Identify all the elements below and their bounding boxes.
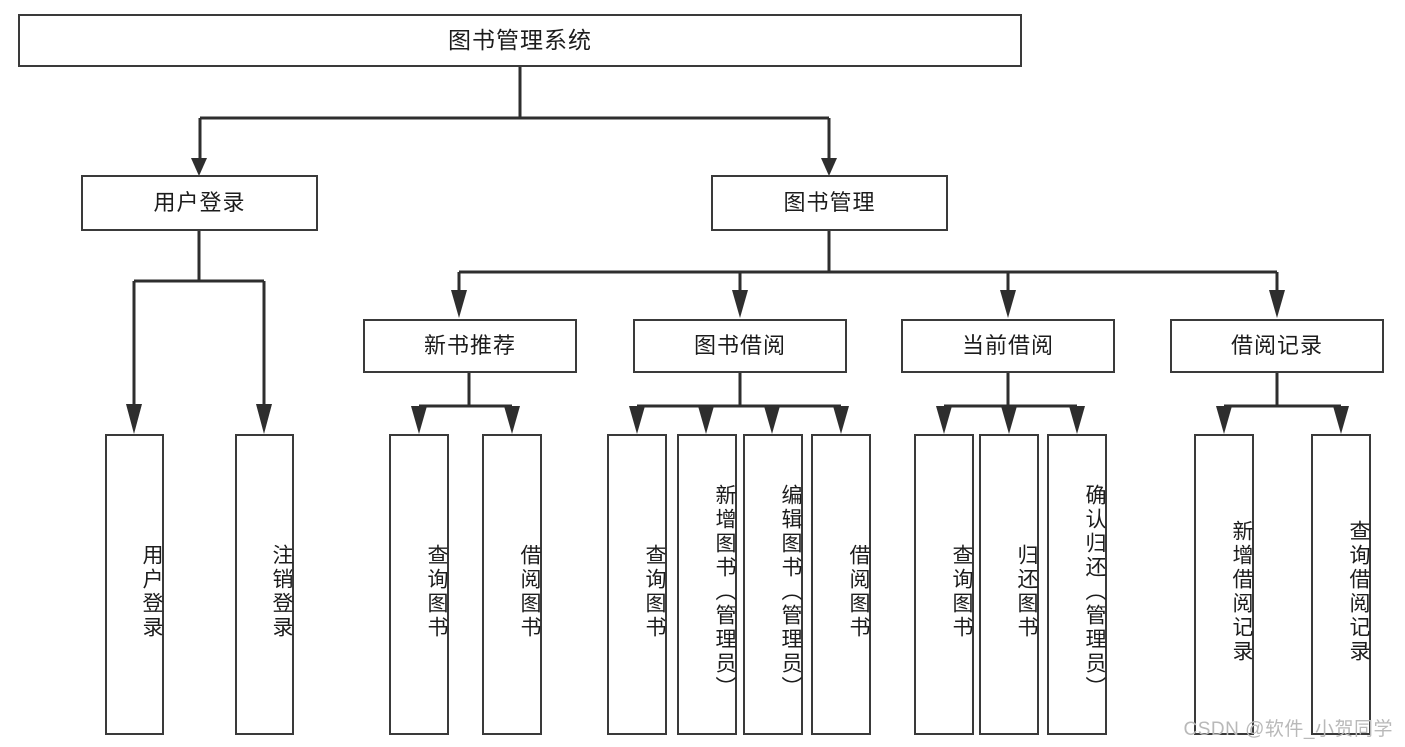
node-label: 借阅记录 <box>1230 332 1323 358</box>
node-label: 确认归还（管理员） <box>1083 483 1106 700</box>
node-label: 图书借阅 <box>693 332 786 358</box>
node-label: 借阅图书 <box>847 543 870 640</box>
leaf-user-login-login[interactable]: 用户登录 <box>105 434 164 735</box>
node-label: 图书管理系统 <box>448 26 592 53</box>
node-book-management[interactable]: 图书管理 <box>711 175 948 231</box>
node-label: 图书管理 <box>783 189 876 215</box>
node-label: 用户登录 <box>153 189 246 215</box>
node-current-borrow[interactable]: 当前借阅 <box>901 319 1115 373</box>
node-new-book-recommend[interactable]: 新书推荐 <box>363 319 577 373</box>
leaf-recommend-borrow-book[interactable]: 借阅图书 <box>482 434 542 735</box>
node-label: 查询图书 <box>425 543 448 640</box>
node-label: 新增图书（管理员） <box>713 483 736 700</box>
node-label: 用户登录 <box>140 543 163 640</box>
node-label: 新增借阅记录 <box>1230 519 1253 664</box>
node-label: 当前借阅 <box>961 332 1054 358</box>
leaf-record-query-record[interactable]: 查询借阅记录 <box>1311 434 1371 735</box>
leaf-borrow-add-book-admin[interactable]: 新增图书（管理员） <box>677 434 737 735</box>
leaf-user-login-logout[interactable]: 注销登录 <box>235 434 294 735</box>
leaf-current-return-book[interactable]: 归还图书 <box>979 434 1039 735</box>
node-label: 新书推荐 <box>423 332 516 358</box>
node-label: 查询借阅记录 <box>1347 519 1370 664</box>
leaf-record-add-record[interactable]: 新增借阅记录 <box>1194 434 1254 735</box>
node-book-borrow[interactable]: 图书借阅 <box>633 319 847 373</box>
leaf-borrow-query-book[interactable]: 查询图书 <box>607 434 667 735</box>
node-label: 查询图书 <box>643 543 666 640</box>
csdn-watermark: CSDN @软件_小贺同学 <box>1183 719 1393 740</box>
leaf-current-query-book[interactable]: 查询图书 <box>914 434 974 735</box>
leaf-borrow-borrow-book[interactable]: 借阅图书 <box>811 434 871 735</box>
node-borrow-record[interactable]: 借阅记录 <box>1170 319 1384 373</box>
node-user-login[interactable]: 用户登录 <box>81 175 318 231</box>
node-label: 借阅图书 <box>518 543 541 640</box>
node-label: 编辑图书（管理员） <box>779 483 802 700</box>
node-label: 注销登录 <box>270 543 293 640</box>
leaf-recommend-query-book[interactable]: 查询图书 <box>389 434 449 735</box>
leaf-borrow-edit-book-admin[interactable]: 编辑图书（管理员） <box>743 434 803 735</box>
leaf-current-confirm-return-admin[interactable]: 确认归还（管理员） <box>1047 434 1107 735</box>
node-label: 归还图书 <box>1015 543 1038 640</box>
node-label: 查询图书 <box>950 543 973 640</box>
node-root-system[interactable]: 图书管理系统 <box>18 14 1022 67</box>
